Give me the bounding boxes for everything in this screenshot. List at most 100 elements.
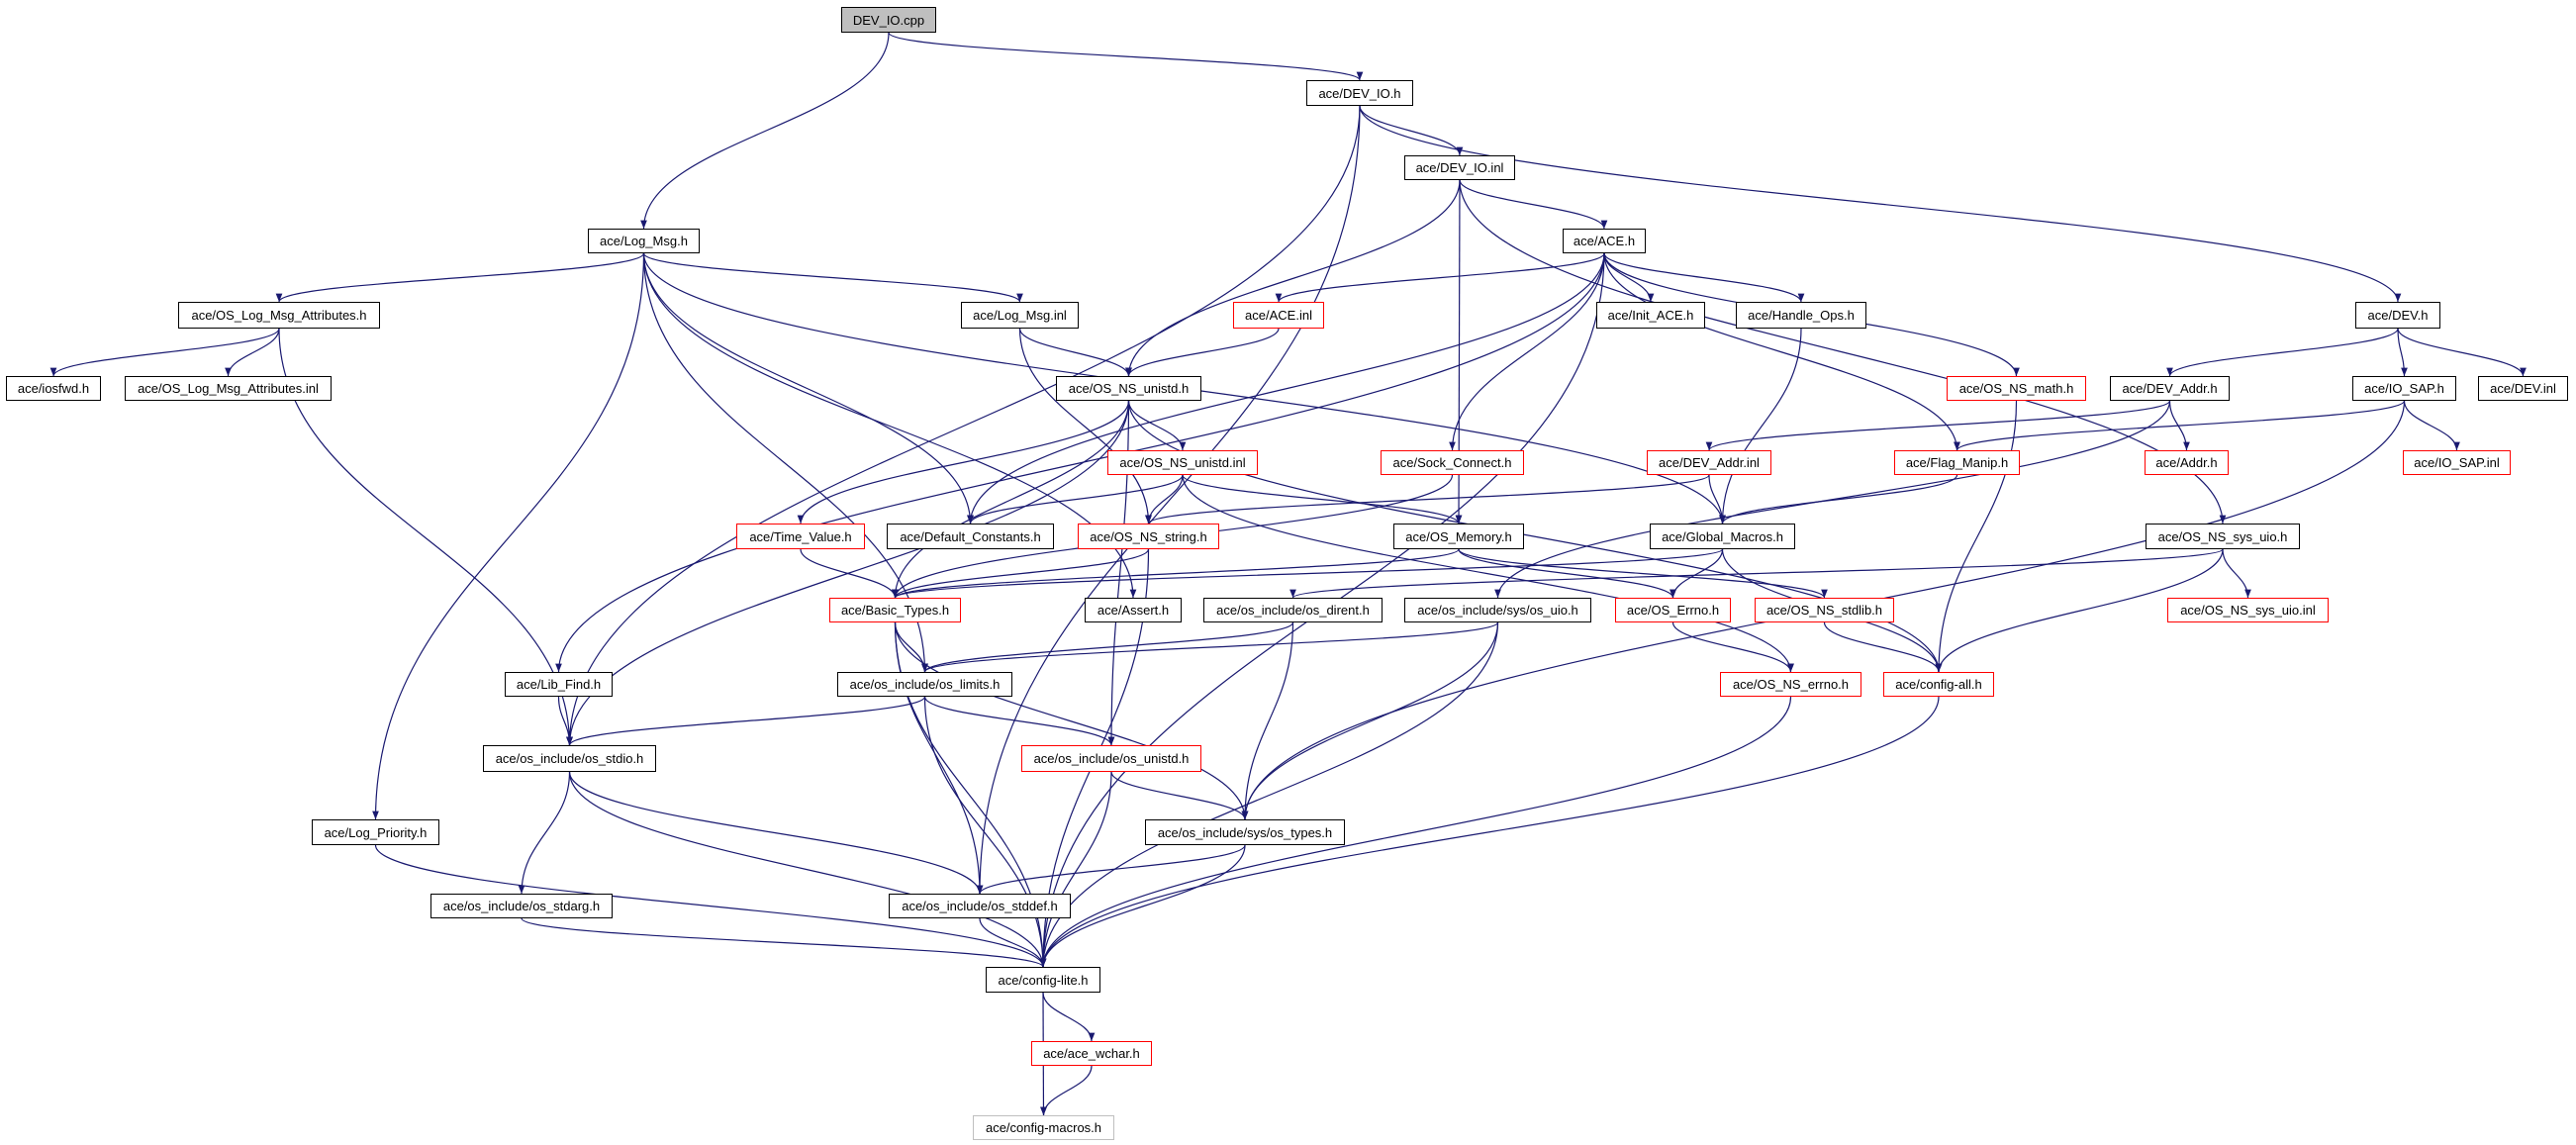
graph-node-handleops[interactable]: ace/Handle_Ops.h <box>1736 302 1866 329</box>
graph-node-devaddr_inl[interactable]: ace/DEV_Addr.inl <box>1647 450 1771 475</box>
edge-devio_h-to-dev_h <box>1359 105 2402 303</box>
edge-handleops-to-globalmacros <box>1719 328 1802 525</box>
edge-ace_inl-to-nsunistd_h <box>1125 328 1280 377</box>
edge-configall-to-configlite <box>1039 696 1940 968</box>
edge-osuio-to-configlite <box>1039 621 1499 968</box>
edge-iosap_h-to-iosap_inl <box>2403 400 2460 451</box>
edge-unistd-to-configlite <box>1039 771 1112 968</box>
edge-timevalue-to-basictypes <box>800 548 899 599</box>
graph-node-wchar[interactable]: ace/ace_wchar.h <box>1031 1041 1152 1066</box>
graph-node-nsmath[interactable]: ace/OS_NS_math.h <box>1947 376 2086 401</box>
edge-nsunistd_h-to-basictypes <box>892 400 1130 599</box>
graph-node-globalmacros[interactable]: ace/Global_Macros.h <box>1650 524 1795 549</box>
edge-wchar-to-macros <box>1040 1065 1093 1116</box>
edge-olma_h-to-olma_inl <box>225 328 280 377</box>
edge-nsunistd_h-to-nsunistd_inl <box>1127 400 1187 451</box>
edge-nssysuio_h-to-configall <box>1935 548 2224 673</box>
edge-ace_h-to-defconst <box>967 252 1605 525</box>
graph-node-stdarg[interactable]: ace/os_include/os_stdarg.h <box>430 894 613 918</box>
edge-devaddr_h-to-devaddr_inl <box>1705 400 2171 451</box>
graph-node-dev_inl[interactable]: ace/DEV.inl <box>2478 376 2568 401</box>
edge-osmemory-to-basictypes <box>892 548 1460 599</box>
graph-node-sockconn[interactable]: ace/Sock_Connect.h <box>1381 450 1524 475</box>
graph-node-logmsg_h[interactable]: ace/Log_Msg.h <box>588 229 700 253</box>
edge-logmsg_h-to-olma_h <box>275 252 645 303</box>
graph-node-limits[interactable]: ace/os_include/os_limits.h <box>837 672 1012 697</box>
graph-node-dirent[interactable]: ace/os_include/os_dirent.h <box>1203 598 1383 622</box>
edge-globalmacros-to-oserrno <box>1670 548 1724 599</box>
edge-nsmath-to-configall <box>1935 400 2018 673</box>
graph-node-devio_inl[interactable]: ace/DEV_IO.inl <box>1404 155 1515 180</box>
graph-node-logmsg_inl[interactable]: ace/Log_Msg.inl <box>961 302 1079 329</box>
graph-node-iosap_h[interactable]: ace/IO_SAP.h <box>2352 376 2456 401</box>
edge-limits-to-unistd <box>923 696 1115 746</box>
graph-node-logpriority[interactable]: ace/Log_Priority.h <box>312 819 439 845</box>
edge-limits-to-stdio <box>566 696 926 746</box>
edge-nsunistd_inl-to-osmemory <box>1182 474 1463 525</box>
edge-stddef-to-configlite <box>979 917 1047 968</box>
edge-ace_h-to-handleops <box>1603 252 1805 303</box>
graph-node-oserrno[interactable]: ace/OS_Errno.h <box>1615 598 1731 622</box>
edge-ace_h-to-libfind <box>555 252 1605 673</box>
graph-node-stddef[interactable]: ace/os_include/os_stddef.h <box>889 894 1071 918</box>
graph-node-macros[interactable]: ace/config-macros.h <box>973 1115 1114 1140</box>
edge-nssysuio_h-to-nssysuio_inl <box>2222 548 2251 599</box>
edge-stdio-to-stdarg <box>518 771 571 895</box>
edge-ace_h-to-ace_inl <box>1275 252 1605 303</box>
edge-olma_h-to-iosfwd <box>49 328 280 377</box>
graph-node-dev_h[interactable]: ace/DEV.h <box>2355 302 2440 329</box>
graph-node-initace[interactable]: ace/Init_ACE.h <box>1596 302 1705 329</box>
edge-devio_inl-to-ace_h <box>1459 179 1608 230</box>
edge-stdio-to-configlite <box>568 771 1047 968</box>
graph-node-ace_h[interactable]: ace/ACE.h <box>1563 229 1646 253</box>
graph-node-cpp[interactable]: DEV_IO.cpp <box>841 7 936 33</box>
graph-node-nssysuio_h[interactable]: ace/OS_NS_sys_uio.h <box>2146 524 2300 549</box>
edge-ostypes-to-configlite <box>1039 844 1246 968</box>
graph-node-nssysuio_inl[interactable]: ace/OS_NS_sys_uio.inl <box>2167 598 2329 622</box>
edge-logmsg_h-to-logpriority <box>372 252 645 820</box>
graph-node-assert[interactable]: ace/Assert.h <box>1085 598 1182 622</box>
graph-node-unistd[interactable]: ace/os_include/os_unistd.h <box>1021 745 1201 772</box>
graph-node-timevalue[interactable]: ace/Time_Value.h <box>736 524 865 549</box>
edge-nsunistd_h-to-configall <box>1127 400 1943 673</box>
graph-node-configlite[interactable]: ace/config-lite.h <box>986 967 1100 993</box>
edge-nsunistd_inl-to-nserrno <box>1182 474 1794 673</box>
graph-node-flagmanip[interactable]: ace/Flag_Manip.h <box>1894 450 2020 475</box>
graph-node-nsunistd_h[interactable]: ace/OS_NS_unistd.h <box>1056 376 1201 401</box>
graph-node-libfind[interactable]: ace/Lib_Find.h <box>505 672 613 697</box>
edge-ace_h-to-sockconn <box>1449 252 1605 451</box>
graph-node-iosap_inl[interactable]: ace/IO_SAP.inl <box>2403 450 2511 475</box>
edge-ostypes-to-stddef <box>976 844 1246 895</box>
edge-oserrno-to-nserrno <box>1671 621 1794 673</box>
graph-node-ostypes[interactable]: ace/os_include/sys/os_types.h <box>1145 819 1345 845</box>
graph-node-nserrno[interactable]: ace/OS_NS_errno.h <box>1720 672 1861 697</box>
edge-globalmacros-to-basictypes <box>892 548 1724 599</box>
graph-node-osuio[interactable]: ace/os_include/sys/os_uio.h <box>1404 598 1591 622</box>
graph-node-nsstdlib[interactable]: ace/OS_NS_stdlib.h <box>1755 598 1894 622</box>
graph-node-nsunistd_inl[interactable]: ace/OS_NS_unistd.inl <box>1107 450 1258 475</box>
graph-node-devaddr_h[interactable]: ace/DEV_Addr.h <box>2110 376 2230 401</box>
edge-stdio-to-stddef <box>568 771 984 895</box>
graph-node-stdio[interactable]: ace/os_include/os_stdio.h <box>483 745 656 772</box>
edge-iosap_h-to-flagmanip <box>1954 400 2406 451</box>
edge-ace_h-to-flagmanip <box>1603 252 1960 451</box>
graph-node-iosfwd[interactable]: ace/iosfwd.h <box>6 376 101 401</box>
edge-logmsg_inl-to-nsunistd_h <box>1018 328 1132 377</box>
graph-node-ace_inl[interactable]: ace/ACE.inl <box>1233 302 1324 329</box>
graph-node-basictypes[interactable]: ace/Basic_Types.h <box>829 598 961 622</box>
edge-cpp-to-devio_h <box>888 32 1364 81</box>
graph-node-olma_inl[interactable]: ace/OS_Log_Msg_Attributes.inl <box>125 376 332 401</box>
graph-node-osmemory[interactable]: ace/OS_Memory.h <box>1393 524 1524 549</box>
graph-node-nsstring[interactable]: ace/OS_NS_string.h <box>1078 524 1219 549</box>
edge-logmsg_h-to-logmsg_inl <box>642 252 1023 303</box>
edge-osmemory-to-nsstdlib <box>1458 548 1828 599</box>
edge-dev_h-to-devaddr_h <box>2166 328 2399 377</box>
graph-node-defconst[interactable]: ace/Default_Constants.h <box>887 524 1054 549</box>
edge-logpriority-to-configlite <box>374 844 1047 968</box>
graph-node-olma_h[interactable]: ace/OS_Log_Msg_Attributes.h <box>178 302 380 329</box>
graph-node-devio_h[interactable]: ace/DEV_IO.h <box>1306 80 1413 106</box>
graph-node-addr[interactable]: ace/Addr.h <box>2145 450 2229 475</box>
graph-node-configall[interactable]: ace/config-all.h <box>1883 672 1994 697</box>
